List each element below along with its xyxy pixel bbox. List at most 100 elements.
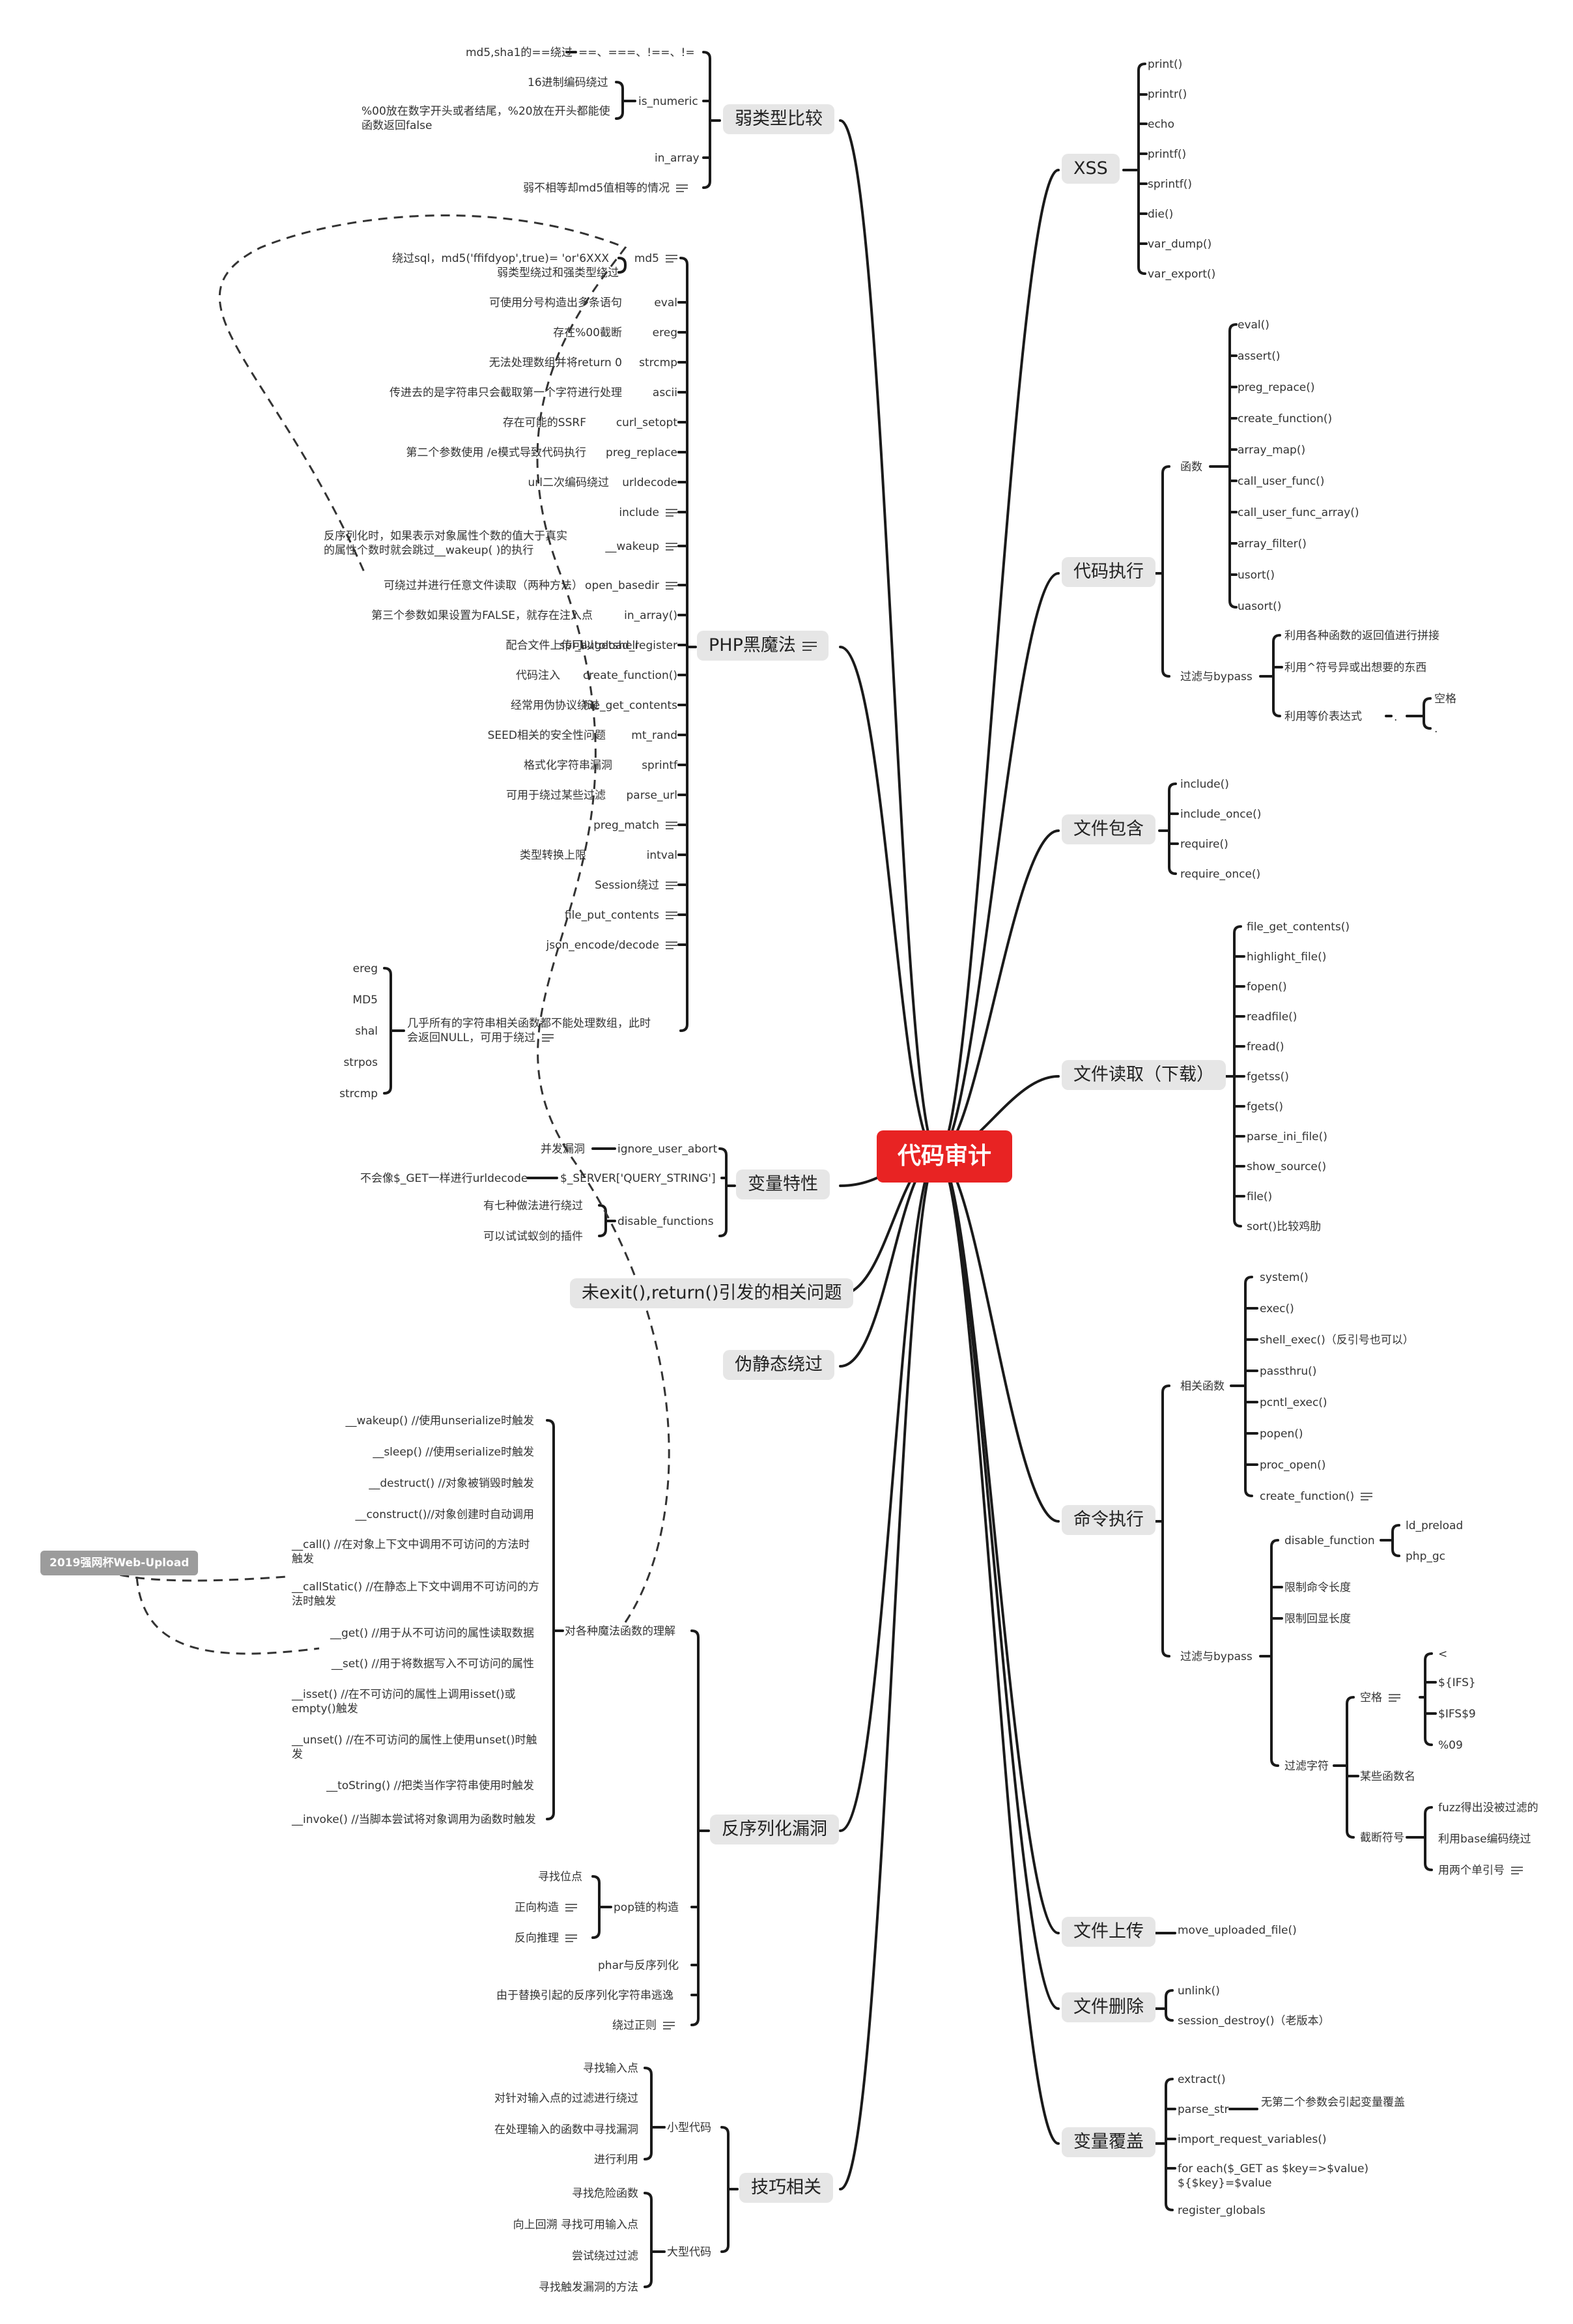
php-fn-18[interactable]: parse_url (626, 789, 677, 802)
xss-1[interactable]: printr() (1148, 88, 1187, 101)
code-b1[interactable]: 利用各种函数的返回值进行拼接 (1284, 629, 1439, 642)
branch-skills[interactable]: 技巧相关 (739, 2173, 833, 2203)
xss-5[interactable]: die() (1148, 208, 1174, 221)
unser-escape[interactable]: 由于替换引起的反序列化字符串逃逸 (496, 1989, 673, 2002)
php-fn-2[interactable]: eval (654, 296, 677, 309)
branch-cmd-exec[interactable]: 命令执行 (1062, 1505, 1155, 1535)
branch-exit-return[interactable]: 未exit(),return()引发的相关问题 (570, 1278, 854, 1308)
cmd-rel-2[interactable]: shell_exec()（反引号也可以） (1260, 1334, 1414, 1347)
php-fn-15[interactable]: file_get_contents (583, 699, 677, 712)
unser-magic[interactable]: 对各种魔法函数的理解 (565, 1625, 675, 1638)
php-fn-4[interactable]: strcmp (639, 356, 677, 369)
magic-9[interactable]: __unset() //在不可访问的属性上使用unset()时触发 (292, 1734, 537, 1761)
unser-phar[interactable]: phar与反序列化 (598, 1959, 679, 1972)
small-step-1[interactable]: 对针对输入点的过滤进行绕过 (494, 2092, 638, 2105)
cmd-rel-4[interactable]: pcntl_exec() (1260, 1396, 1327, 1409)
incl-0[interactable]: include() (1180, 778, 1229, 791)
weak-is-numeric[interactable]: is_numeric (638, 95, 698, 108)
big-step-2[interactable]: 尝试绕过过滤 (572, 2250, 638, 2263)
branch-var-cover[interactable]: 变量覆盖 (1062, 2127, 1155, 2157)
cmd-func-names[interactable]: 某些函数名 (1360, 1770, 1415, 1783)
var-qs-desc[interactable]: 不会像$_GET一样进行urldecode (360, 1172, 528, 1185)
magic-2[interactable]: __destruct() //对象被销毁时触发 (369, 1477, 534, 1490)
php-desc-14[interactable]: 代码注入 (516, 669, 560, 682)
cmd-disable-function[interactable]: disable_function (1284, 1534, 1375, 1547)
weak-md5neq[interactable]: 弱不相等却md5值相等的情况 (523, 181, 688, 195)
code-fn-6[interactable]: call_user_func_array() (1238, 506, 1359, 519)
php-fn-13[interactable]: spl_autoload_register (559, 639, 677, 652)
branch-file-read[interactable]: 文件读取（下载） (1062, 1060, 1226, 1090)
xss-7[interactable]: var_export() (1148, 268, 1216, 281)
php-desc-15[interactable]: 经常用伪协议绕过 (511, 699, 599, 712)
code-b2[interactable]: 利用^符号异或出想要的东西 (1284, 661, 1427, 674)
space-sub-3[interactable]: %09 (1438, 1739, 1463, 1752)
var-ignore[interactable]: ignore_user_abort (617, 1143, 718, 1156)
reference-tag[interactable]: 2019强网杯Web-Upload (40, 1551, 199, 1575)
php-desc-11[interactable]: 可绕过并进行任意文件读取（两种方法） (384, 579, 583, 592)
branch-unserialize[interactable]: 反序列化漏洞 (710, 1815, 839, 1844)
cover-4[interactable]: register_globals (1178, 2204, 1266, 2217)
big-step-3[interactable]: 寻找触发漏洞的方法 (539, 2281, 638, 2294)
del-0[interactable]: unlink() (1178, 1985, 1220, 1998)
cmd-related[interactable]: 相关函数 (1180, 1380, 1225, 1393)
space-sub-2[interactable]: $IFS$9 (1438, 1708, 1476, 1721)
incl-3[interactable]: require_once() (1180, 868, 1261, 881)
big-step-0[interactable]: 寻找危险函数 (572, 2187, 638, 2200)
cmd-len2[interactable]: 限制回显长度 (1284, 1613, 1351, 1626)
cut-2[interactable]: 用两个单引号 (1438, 1863, 1523, 1878)
branch-file-upload[interactable]: 文件上传 (1062, 1917, 1155, 1947)
code-fn-4[interactable]: array_map() (1238, 444, 1306, 457)
branch-xss[interactable]: XSS (1062, 154, 1120, 184)
unser-pop[interactable]: pop链的构造 (614, 1901, 679, 1914)
php-fn-10[interactable]: __wakeup (605, 539, 677, 554)
read-1[interactable]: highlight_file() (1247, 951, 1327, 964)
code-fn-5[interactable]: call_user_func() (1238, 475, 1325, 488)
cmd-rel-3[interactable]: passthru() (1260, 1365, 1317, 1378)
cmd-len1[interactable]: 限制命令长度 (1284, 1581, 1351, 1594)
cmd-bypass[interactable]: 过滤与bypass (1180, 1650, 1253, 1663)
magic-4[interactable]: __call() //在对象上下文中调用不可访问的方法时触发 (292, 1538, 530, 1566)
php-desc-0[interactable]: 绕过sql，md5('ffifdyop',true)= 'or'6XXX (391, 252, 609, 265)
cmd-ld-preload[interactable]: ld_preload (1406, 1519, 1464, 1532)
magic-10[interactable]: __toString() //把类当作字符串使用时触发 (326, 1779, 534, 1792)
xss-0[interactable]: print() (1148, 58, 1183, 71)
php-fn-5[interactable]: ascii (652, 386, 677, 399)
php-fn-0[interactable]: md5 (634, 251, 677, 266)
cover-2[interactable]: import_request_variables() (1178, 2133, 1327, 2146)
code-functions[interactable]: 函数 (1180, 461, 1202, 474)
code-fn-1[interactable]: assert() (1238, 350, 1281, 363)
php-fn-20[interactable]: intval (646, 849, 677, 862)
code-fn-8[interactable]: usort() (1238, 569, 1275, 582)
magic-0[interactable]: __wakeup() //使用unserialize时触发 (345, 1414, 534, 1427)
php-desc-6[interactable]: 存在可能的SSRF (502, 416, 586, 429)
read-7[interactable]: parse_ini_file() (1247, 1130, 1327, 1143)
var-qs[interactable]: $_SERVER['QUERY_STRING'] (560, 1172, 716, 1185)
cmd-rel-5[interactable]: popen() (1260, 1427, 1303, 1441)
magic-5[interactable]: __callStatic() //在静态上下文中调用不可访问的方法时触发 (292, 1581, 539, 1608)
cover-1[interactable]: parse_str (1178, 2103, 1229, 2116)
branch-code-exec[interactable]: 代码执行 (1062, 557, 1155, 587)
php-desc-17[interactable]: 格式化字符串漏洞 (524, 759, 612, 772)
php-desc-7[interactable]: 第二个参数使用 /e模式导致代码执行 (406, 446, 586, 459)
php-fn-19[interactable]: preg_match (593, 818, 677, 833)
read-6[interactable]: fgets() (1247, 1100, 1284, 1113)
cmd-filter-chars[interactable]: 过滤字符 (1284, 1760, 1329, 1773)
xss-6[interactable]: var_dump() (1148, 238, 1212, 251)
big-step-1[interactable]: 向上回溯 寻找可用输入点 (513, 2218, 638, 2231)
php-fn-17[interactable]: sprintf (642, 759, 677, 772)
cut-1[interactable]: 利用base编码绕过 (1438, 1833, 1531, 1846)
var-df1[interactable]: 有七种做法进行绕过 (483, 1199, 583, 1212)
cover-0[interactable]: extract() (1178, 2073, 1226, 2086)
pop-forward[interactable]: 正向构造 (515, 1901, 577, 1915)
branch-var-features[interactable]: 变量特性 (736, 1169, 830, 1199)
read-10[interactable]: sort()比较鸡肋 (1247, 1220, 1322, 1233)
cmd-rel-0[interactable]: system() (1260, 1271, 1309, 1284)
cmd-rel-7[interactable]: create_function() (1260, 1489, 1373, 1504)
magic-3[interactable]: __construct()//对象创建时自动调用 (355, 1508, 534, 1521)
read-9[interactable]: file() (1247, 1190, 1273, 1203)
xss-4[interactable]: sprintf() (1148, 178, 1193, 191)
var-ignore-desc[interactable]: 并发漏洞 (541, 1143, 585, 1156)
code-b3[interactable]: 利用等价表达式 (1284, 710, 1362, 723)
magic-7[interactable]: __set() //用于将数据写入不可访问的属性 (331, 1657, 534, 1671)
php-null-return[interactable]: 几乎所有的字符串相关函数都不能处理数组，此时会返回NULL，可用于绕过 (407, 1017, 651, 1044)
